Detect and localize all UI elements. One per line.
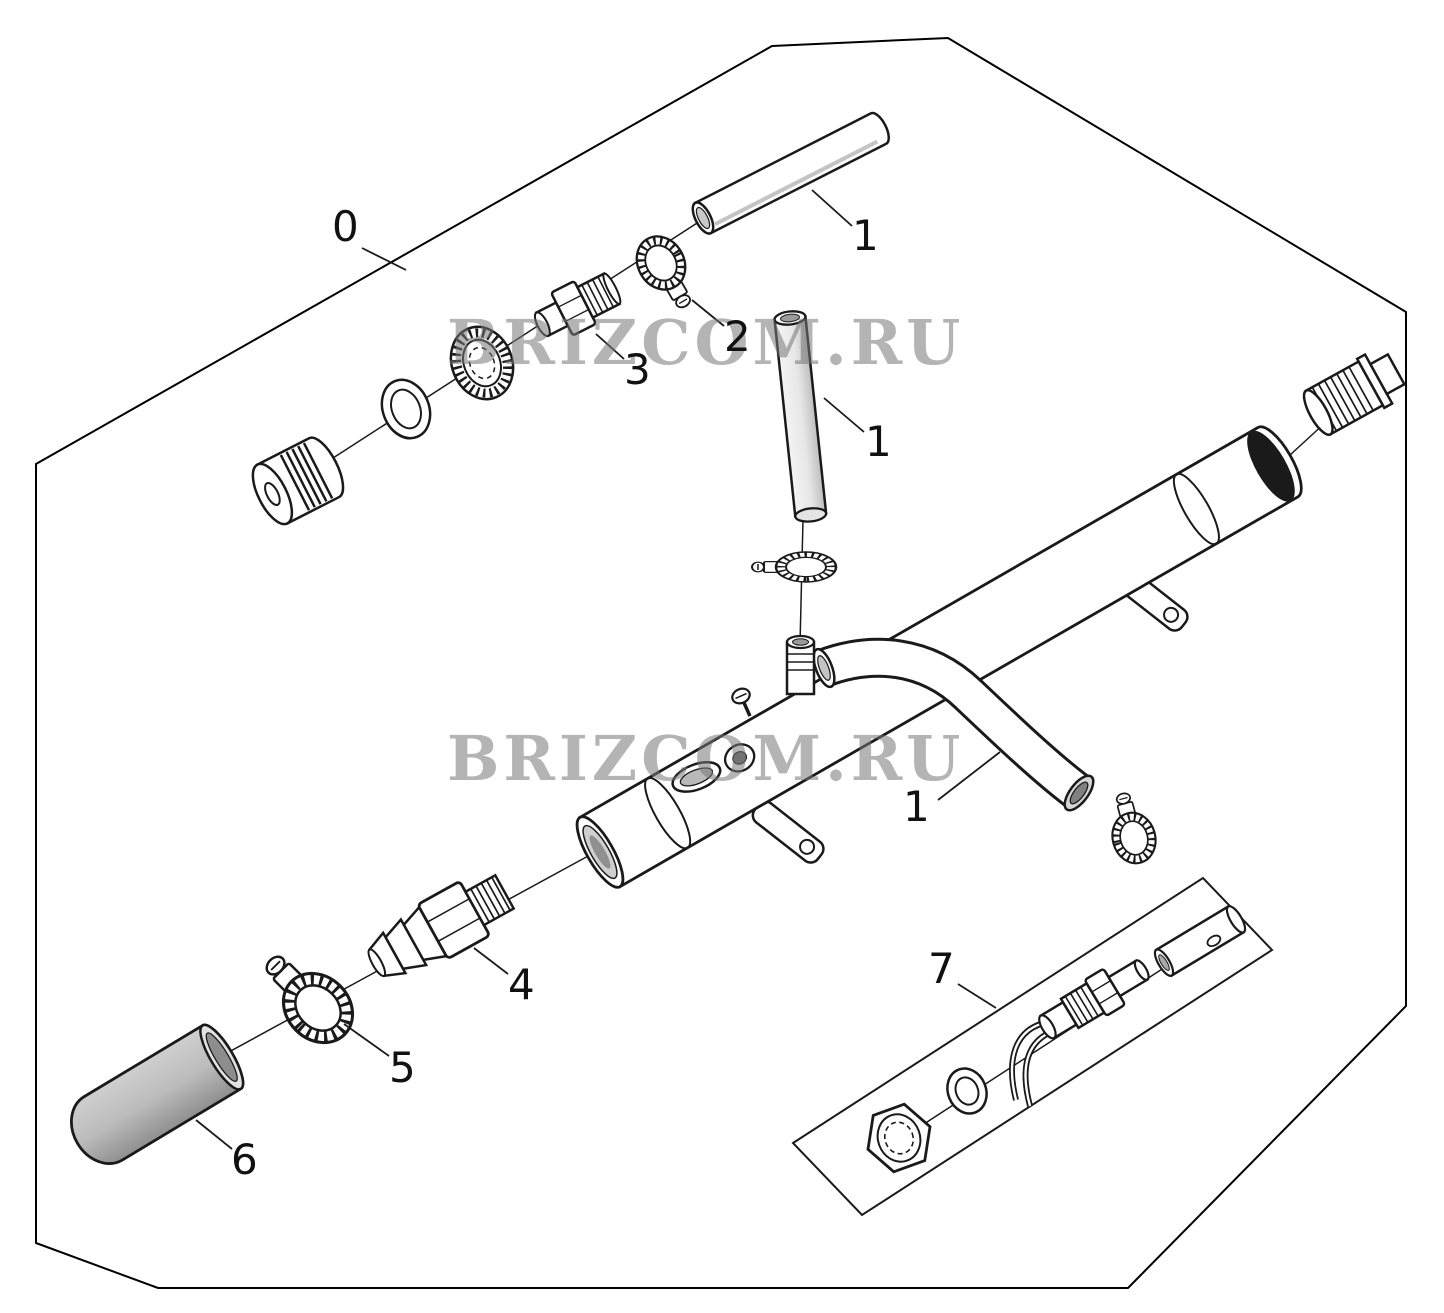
washer-7 (946, 1067, 988, 1115)
hose-clamp-5 (248, 938, 366, 1056)
pipe-boss (723, 743, 756, 773)
sensor-holder-7 (1153, 904, 1247, 978)
watermark-text: BRIZCOM.RU (447, 306, 965, 379)
callout-1-lower: 1 (903, 782, 930, 831)
subassembly-frame-7 (791, 876, 1274, 1217)
washer (380, 378, 432, 440)
elbow-hose (812, 637, 1095, 812)
hose-clamp-middle (752, 552, 836, 582)
pipe-strap-left (751, 800, 825, 864)
watermark-text: BRIZCOM.RU (447, 722, 965, 795)
hose-vertical (773, 310, 828, 523)
bushing-plug (251, 436, 345, 526)
hose-clamp-2 (627, 228, 705, 318)
callout-5: 5 (389, 1043, 416, 1092)
callout-1-middle: 1 (865, 417, 892, 466)
rubber-sleeve-6 (70, 1023, 245, 1165)
pipe-oval-hole (671, 761, 722, 793)
stub-fitting (785, 634, 816, 696)
leader-lines (195, 189, 1001, 1150)
end-plug (1302, 352, 1407, 437)
union-fitting-4 (367, 873, 516, 978)
callout-1-upper: 1 (852, 211, 879, 260)
ring-nut (449, 325, 515, 401)
callout-2: 2 (724, 312, 751, 361)
callout-6: 6 (231, 1135, 258, 1184)
callout-7: 7 (928, 944, 955, 993)
sensor-7 (1009, 958, 1150, 1107)
small-screw (731, 687, 752, 717)
hose-upper (691, 111, 890, 235)
fitting-3 (533, 271, 622, 338)
callout-0: 0 (332, 202, 359, 251)
callout-3: 3 (624, 345, 651, 394)
callout-4: 4 (508, 960, 535, 1009)
hose-clamp-right (1102, 788, 1162, 868)
border-frame (35, 36, 1407, 1289)
nut-7 (866, 1102, 932, 1174)
